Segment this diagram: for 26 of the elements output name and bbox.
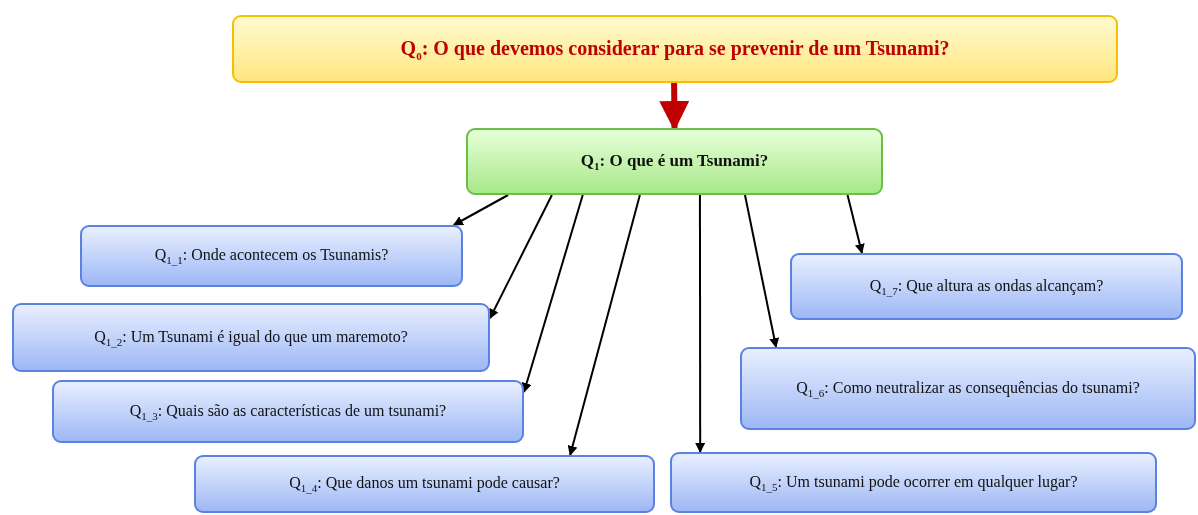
question-text: Q$_{1_6}$: Como neutralizar as consequências do tsunami?: [795, 377, 1141, 401]
question-box: [232, 15, 1118, 83]
question-text: Q$_{1_5}$: Um tsunami pode ocorrer em qualquer lugar?: [748, 471, 1079, 495]
question-box: [52, 380, 524, 443]
question-text: Q$_{1_7}$: Que altura as ondas alcançam?: [868, 275, 1105, 299]
question-text: Q$_{1}$: O que é um Tsunami?: [579, 150, 770, 175]
question-box: [670, 452, 1157, 513]
question-text: Q$_{1_4}$: Que danos um tsunami pode causar?: [288, 473, 561, 497]
arrow: [743, 194, 780, 348]
arrow: [567, 194, 641, 456]
arrow: [452, 194, 510, 226]
question-box: [740, 347, 1196, 430]
question-text: Q$_{1_2}$: Um Tsunami é igual do que um maremoto?: [93, 326, 409, 350]
question-box: [80, 225, 463, 287]
arrow: [846, 194, 865, 254]
question-text: Q$_{0}$: O que devemos considerar para se prevenir de um Tsunami?: [399, 36, 951, 65]
arrow: [521, 194, 584, 393]
arrow: [695, 194, 706, 453]
question-text: Q$_{1_1}$: Onde acontecem os Tsunamis?: [153, 245, 390, 269]
question-box: [194, 455, 655, 513]
question-box: [12, 303, 490, 372]
question-box: [790, 253, 1183, 320]
question-text: Q$_{1_3}$: Quais são as características de um tsunami?: [128, 400, 448, 424]
arrow: [659, 82, 690, 131]
question-box: [466, 128, 883, 195]
arrow: [489, 194, 553, 320]
